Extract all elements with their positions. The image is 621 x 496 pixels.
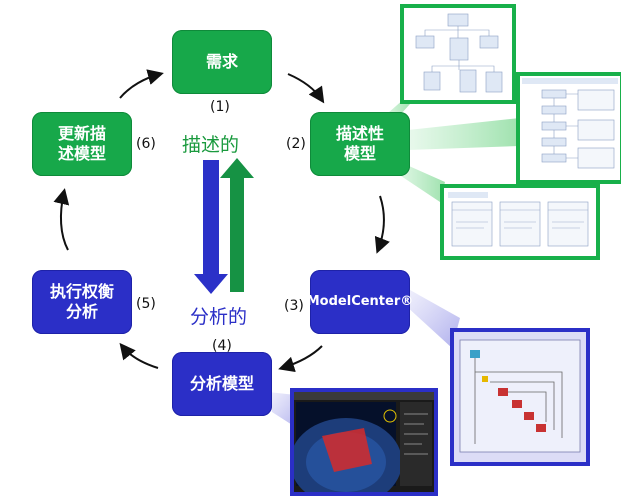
arrow-tradeoff-to-update [53, 188, 70, 251]
node-requirements-label: 需求 [205, 52, 238, 71]
modelcenter-workflow-image [459, 339, 581, 453]
thumbnail-modelcenter-workflow [450, 328, 590, 466]
class-diagram-image [415, 13, 503, 93]
analytical-label: 分析的 [190, 306, 248, 328]
thumbnail-analysis-3d [290, 388, 438, 496]
center-up-arrow [220, 158, 254, 292]
arrow-analysis-to-tradeoff [119, 342, 159, 369]
node-descriptive-model[interactable]: 描述性 模型 [310, 112, 410, 176]
step-5-label: (5) [136, 296, 156, 312]
arrow-update-to-requirements [119, 69, 164, 99]
node-analysis-model[interactable]: 分析模型 [172, 352, 272, 416]
node-requirements[interactable]: 需求 [172, 30, 272, 94]
requirements-table-image [448, 192, 589, 247]
node-execute-tradeoff-label: 执行权衡 分析 [49, 282, 114, 321]
node-analysis-model-label: 分析模型 [189, 374, 254, 393]
node-update-descriptive-model-label: 更新描 述模型 [57, 124, 106, 163]
step-4-label: (4) [212, 338, 232, 354]
step-1-label: (1) [210, 99, 230, 115]
thumbnail-requirements-table [440, 184, 600, 260]
descriptive-label: 描述的 [182, 134, 240, 156]
arrow-modelcenter-to-analysis [278, 345, 323, 373]
step-2-label: (2) [286, 136, 306, 152]
thumbnail-block-diagram [516, 72, 621, 184]
node-execute-tradeoff[interactable]: 执行权衡 分析 [32, 270, 132, 334]
arrow-requirements-to-descriptive [287, 73, 325, 104]
step-3-label: (3) [284, 298, 304, 314]
center-down-arrow [194, 160, 228, 294]
beam-to-modelcenter-thumb [405, 290, 460, 348]
beam-to-thumb-2 [408, 118, 520, 150]
arrow-descriptive-to-modelcenter [374, 195, 390, 254]
step-6-label: (6) [136, 136, 156, 152]
node-modelcenter-label: ModelCenter® [306, 294, 414, 309]
node-update-descriptive-model[interactable]: 更新描 述模型 [32, 112, 132, 176]
block-diagram-image [522, 78, 618, 169]
analysis-3d-image [290, 392, 434, 496]
node-modelcenter[interactable]: ModelCenter® [307, 270, 413, 334]
thumbnail-class-diagram [400, 4, 516, 104]
node-descriptive-model-label: 描述性 模型 [335, 124, 384, 163]
